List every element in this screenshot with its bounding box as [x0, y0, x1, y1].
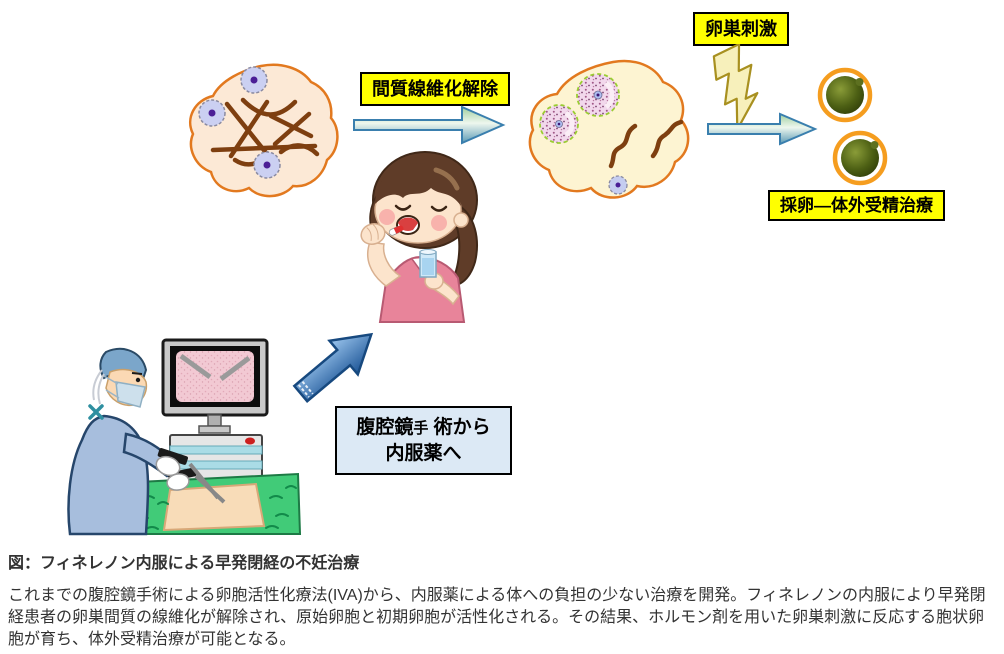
label-fibrosis-release: 間質線維化解除 [360, 72, 510, 106]
caption-body: これまでの腹腔鏡手術による卵胞活性化療法(IVA)から、内服薬による体への負担の… [8, 585, 998, 651]
figure-caption: 図：フィネレノン内服による早発閉経の不妊治療 これまでの腹腔鏡手術による卵胞活性… [8, 549, 998, 651]
ovary-recovered-illustration [523, 56, 705, 213]
label-egg-ivf: 採卵―体外受精治療 [768, 190, 945, 221]
arrow-surgery-to-oral [284, 318, 388, 415]
caption-title: 図：フィネレノン内服による早発閉経の不妊治療 [8, 555, 360, 572]
surgery-box-seg1-small: 手 [413, 420, 429, 437]
surgery-box-seg1: 腹腔鏡 [356, 417, 414, 438]
surgery-box-line1: 腹腔鏡手 術から [349, 415, 498, 441]
surgery-box-line2: 内服薬へ [385, 442, 462, 464]
label-fibrosis-release-text: 間質線維化解除 [372, 79, 498, 99]
monitor [161, 338, 269, 434]
ovary-fibrotic-illustration [183, 58, 345, 203]
operating-table [123, 472, 302, 535]
egg-1 [817, 67, 873, 123]
woman-taking-pill-illustration [356, 146, 521, 331]
caption-body-line2: 経患者の卵巣間質の線維化が解除され、原始卵胞と初期卵胞が活性化される。その結果、… [8, 609, 985, 626]
hand-at-mouth [360, 223, 386, 245]
surgery-to-oral-box: 腹腔鏡手 術から 内服薬へ [335, 406, 512, 476]
surgeon [67, 347, 226, 536]
egg-2 [832, 130, 888, 186]
gloves-and-instruments [155, 448, 226, 504]
label-ovarian-stimulation: 卵巣刺激 [693, 12, 789, 46]
mature-eggs-illustration [813, 62, 925, 201]
pill [388, 225, 404, 236]
label-ovarian-stimulation-text: 卵巣刺激 [705, 19, 777, 39]
laparoscopic-surgery-illustration [42, 324, 304, 543]
residual-fibers [608, 119, 684, 169]
arrow-to-eggs [706, 112, 818, 151]
surgery-box-seg2: 術から [428, 417, 491, 438]
lightning-bolt-icon [710, 43, 780, 131]
caption-body-line1: これまでの腹腔鏡手術による卵胞活性化療法(IVA)から、内服薬による体への負担の… [8, 587, 986, 604]
water-glass [419, 249, 437, 278]
growing-follicles [539, 73, 620, 144]
caption-body-line3: 胞が育ち、体外受精治療が可能となる。 [8, 631, 296, 648]
label-egg-ivf-text: 採卵―体外受精治療 [780, 196, 933, 215]
arrow-fibrosis-to-recovered [352, 104, 506, 151]
small-follicle [608, 175, 628, 195]
primordial-follicles [198, 66, 281, 179]
fibrosis-fibers [210, 97, 320, 167]
